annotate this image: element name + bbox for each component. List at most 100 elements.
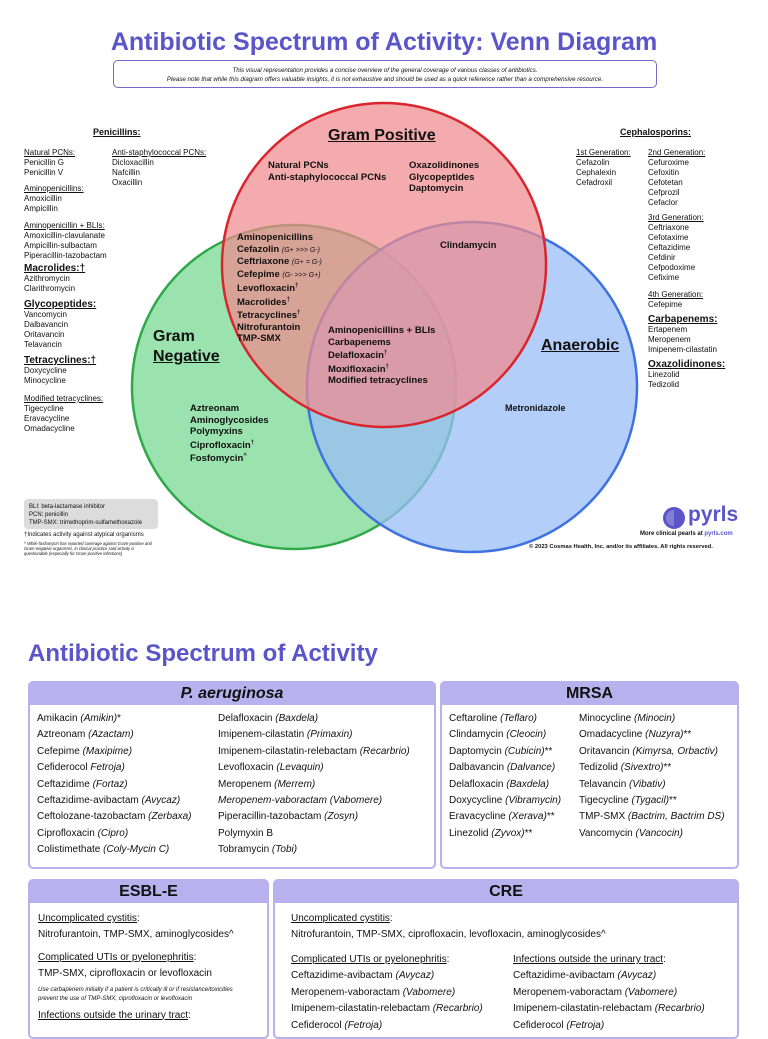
list-item: Tobramycin (Tobi) bbox=[218, 844, 298, 856]
list-item: Oritavancin (Kimyrsa, Orbactiv) bbox=[579, 745, 718, 757]
region-gn-only: Aztreonam Aminoglycosides Polymyxins Cip… bbox=[190, 403, 269, 465]
region-item: Ciprofloxacin† bbox=[190, 439, 255, 451]
region-gp-gn: Aminopenicillins Cefazolin (G+ >>> G-) C… bbox=[237, 232, 322, 345]
region-item: Oxazolidinones bbox=[409, 160, 480, 171]
cre-box: CRE Uncomplicated cystitis: Nitrofuranto… bbox=[273, 879, 739, 1039]
list-item: Cefiderocol Fetroja) bbox=[37, 762, 125, 774]
list-item: Amikacin (Amikin)* bbox=[37, 713, 121, 724]
cre-complicated: Complicated UTIs or pyelonephritis: Ceft… bbox=[291, 952, 483, 1034]
list-item: Daptomycin (Cubicin)** bbox=[449, 745, 553, 757]
list-item: Telavancin (Vibativ) bbox=[579, 778, 666, 790]
gram-positive-label: Gram Positive bbox=[328, 127, 436, 144]
region-item: Modified tetracyclines bbox=[328, 375, 428, 387]
region-gp-an: Clindamycin bbox=[440, 240, 497, 252]
list-item: Polymyxin B bbox=[218, 827, 274, 839]
section-title: Antibiotic Spectrum of Activity bbox=[28, 640, 378, 667]
list-item: Delafloxacin (Baxdela) bbox=[449, 778, 550, 790]
region-item: Clindamycin bbox=[440, 240, 497, 251]
list-item: Ceftazidime-avibactam (Avycaz) bbox=[291, 970, 435, 982]
list-item: Imipenem-cilastatin-relebactam (Recarbri… bbox=[291, 1003, 483, 1015]
caret-note: ^ While fosfomycin has reported coverage… bbox=[24, 541, 152, 556]
region-item: Polymyxins bbox=[190, 426, 243, 437]
gram-negative-label-2: Negative bbox=[153, 348, 220, 365]
list-item: Ceftazidime (Fortaz) bbox=[37, 778, 128, 790]
esbl-box: ESBL-E Uncomplicated cystitis: Nitrofura… bbox=[28, 879, 269, 1039]
region-item: Aztreonam bbox=[190, 403, 240, 414]
list-item: Ceftolozane-tazobactam (Zerbaxa) bbox=[37, 811, 192, 823]
region-item: Fosfomycin^ bbox=[190, 453, 247, 465]
region-gp-left: Natural PCNs Anti-staphylococcal PCNs bbox=[268, 160, 386, 183]
copyright: © 2023 Cosmas Health, Inc. and/or its af… bbox=[529, 544, 713, 550]
region-item: TMP-SMX bbox=[237, 333, 281, 345]
list-item: Colistimethate (Coly-Mycin C) bbox=[37, 844, 170, 856]
gram-negative-label: Gram Negative bbox=[153, 327, 220, 367]
list-item: Meropenem-vaboractam (Vabomere) bbox=[291, 986, 456, 998]
penicillins-heading: Penicillins: bbox=[93, 127, 141, 137]
list-item: Linezolid (Zyvox)** bbox=[449, 827, 533, 839]
list-item: Cefepime (Maxipime) bbox=[37, 745, 133, 757]
region-item: Levofloxacin† bbox=[237, 283, 299, 295]
list-item: Ceftazidime-avibactam (Avycaz) bbox=[37, 795, 181, 807]
region-all-three: Aminopenicillins + BLIs Carbapenems Dela… bbox=[328, 325, 435, 387]
list-item: Ciprofloxacin (Cipro) bbox=[37, 827, 129, 839]
mrsa-box: MRSA Ceftaroline (Teflaro) Clindamycin (… bbox=[440, 681, 739, 869]
mrsa-col2: Minocycline (Minocin) Omadacycline (Nuzy… bbox=[579, 711, 725, 842]
intro-line-1: This visual representation provides a co… bbox=[232, 67, 538, 74]
list-item: TMP-SMX (Bactrim, Bactrim DS) bbox=[579, 811, 725, 823]
mrsa-header: MRSA bbox=[442, 683, 737, 705]
brand-site-link[interactable]: pyrls.com bbox=[704, 531, 733, 537]
paeruginosa-box: P. aeruginosa Amikacin (Amikin)* Aztreon… bbox=[28, 681, 436, 869]
cephalosporins-heading: Cephalosporins: bbox=[620, 127, 692, 137]
mrsa-col1: Ceftaroline (Teflaro) Clindamycin (Cleoc… bbox=[449, 711, 561, 842]
region-item: Natural PCNs bbox=[268, 160, 329, 171]
gen4-list: 4th Generation: Cefepime bbox=[648, 290, 704, 309]
region-an-only: Metronidazole bbox=[505, 403, 566, 415]
list-item: Doxycycline (Vibramycin) bbox=[449, 795, 562, 807]
list-item: Meropenem (Merrem) bbox=[218, 778, 316, 790]
dagger-note: †Indicates activity against atypical org… bbox=[24, 532, 144, 538]
list-item: Piperacillin-tazobactam (Zosyn) bbox=[218, 811, 359, 823]
region-gp-right: Oxazolidinones Glycopeptides Daptomycin bbox=[409, 160, 479, 195]
list-item: Imipenem-cilastatin (Primaxin) bbox=[218, 729, 353, 741]
brand-name: pyrls bbox=[688, 503, 739, 526]
list-item: Aztreonam (Azactam) bbox=[37, 729, 134, 741]
list-item: Omadacycline (Nuzyra)** bbox=[579, 729, 692, 741]
list-item: Dalbavancin (Dalvance) bbox=[449, 762, 556, 774]
list-item: Levofloxacin (Levaquin) bbox=[218, 762, 324, 774]
list-item: Minocycline (Minocin) bbox=[579, 713, 676, 724]
region-item: Carbapenems bbox=[328, 336, 391, 348]
region-item: Metronidazole bbox=[505, 403, 566, 413]
gram-negative-label-1: Gram bbox=[153, 328, 195, 345]
intro-box: This visual representation provides a co… bbox=[113, 60, 657, 88]
region-item: Glycopeptides bbox=[409, 171, 475, 183]
paeruginosa-header: P. aeruginosa bbox=[30, 683, 434, 705]
pyrls-logo bbox=[662, 506, 750, 537]
cre-outside: Infections outside the urinary tract: Ce… bbox=[513, 952, 705, 1034]
list-item: Meropenem-vaboractam (Vabomere) bbox=[513, 986, 678, 998]
list-item: Tedizolid (Sivextro)** bbox=[579, 762, 672, 774]
paeruginosa-col2: Delafloxacin (Baxdela) Imipenem-cilastat… bbox=[218, 711, 410, 859]
cre-body: Uncomplicated cystitis: Nitrofurantoin, … bbox=[291, 913, 606, 941]
cre-header: CRE bbox=[275, 881, 737, 903]
page-title: Antibiotic Spectrum of Activity: Venn Di… bbox=[110, 28, 658, 56]
paeruginosa-col1: Amikacin (Amikin)* Aztreonam (Azactam) C… bbox=[37, 711, 192, 859]
list-item: Delafloxacin (Baxdela) bbox=[218, 713, 319, 724]
anaerobic-label: Anaerobic bbox=[541, 337, 620, 354]
venn-diagram bbox=[130, 101, 639, 554]
region-item: Aminopenicillins bbox=[237, 232, 314, 243]
region-item: Tetracyclines† bbox=[237, 310, 301, 322]
esbl-header: ESBL-E bbox=[30, 881, 267, 903]
gram-positive-circle bbox=[220, 101, 548, 429]
region-item: Cefepime (G- >>> G+) bbox=[237, 268, 321, 280]
region-item: Nitrofurantoin bbox=[237, 321, 301, 333]
